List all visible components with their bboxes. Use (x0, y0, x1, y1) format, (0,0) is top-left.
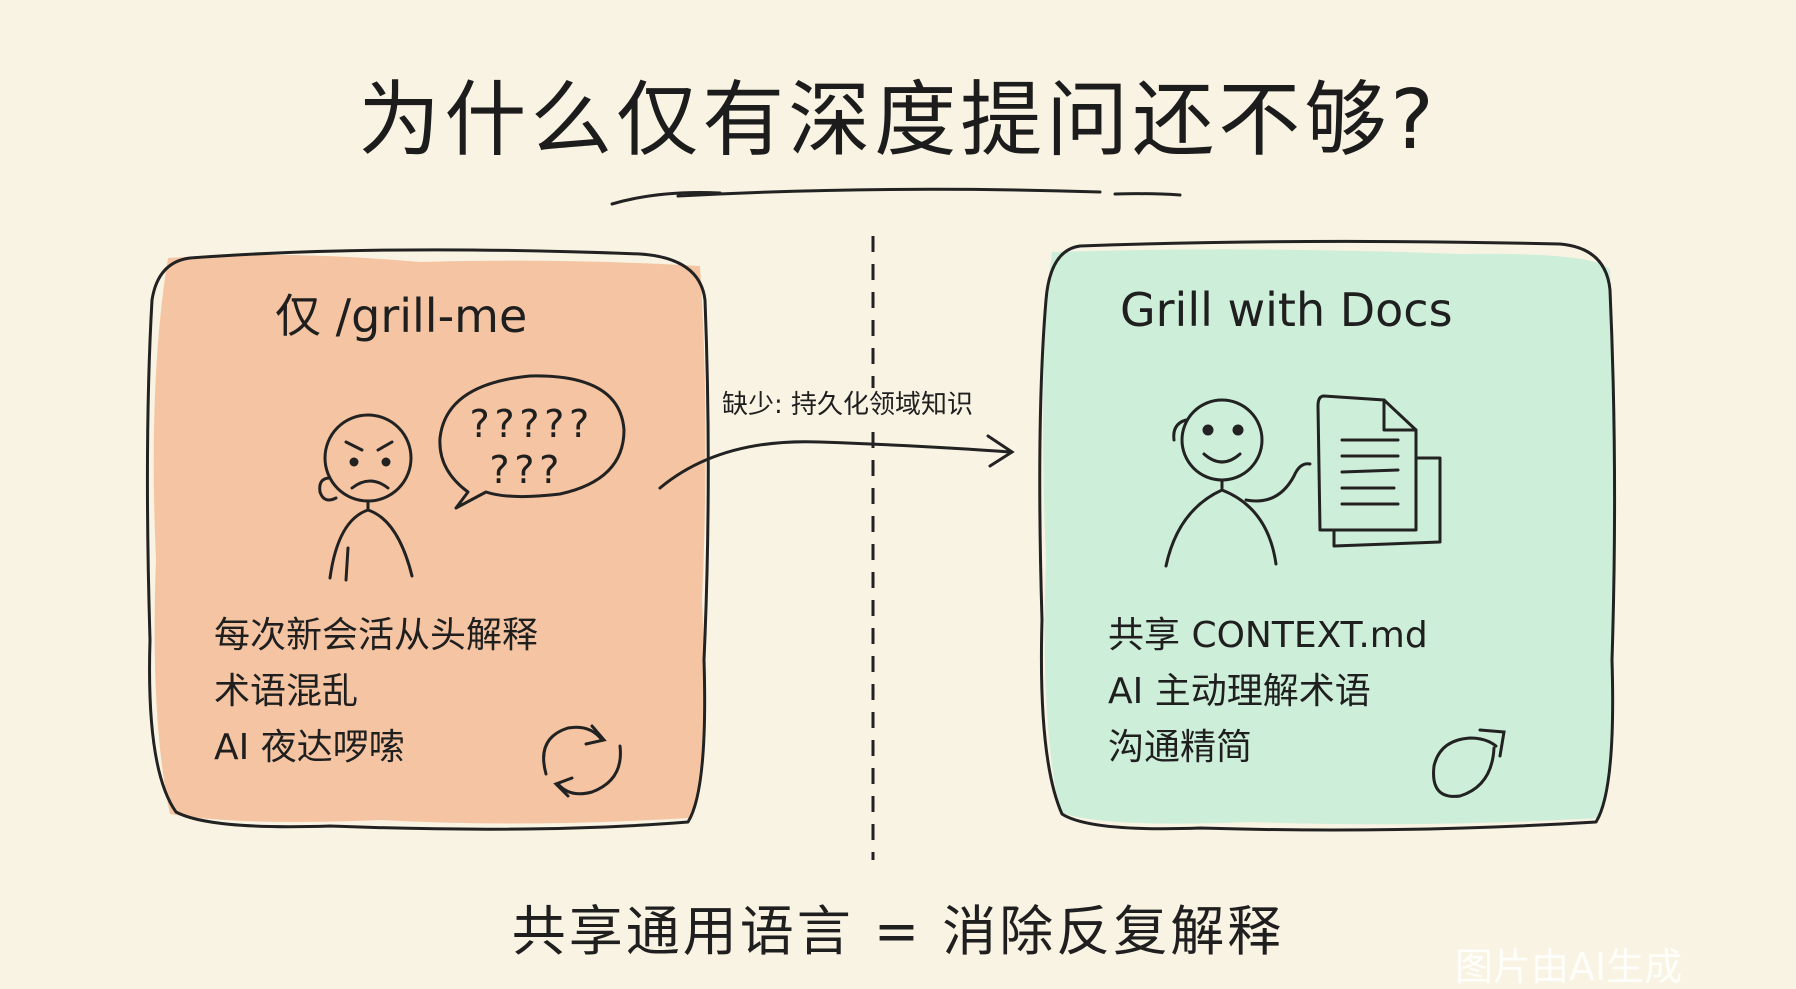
ai-generated-watermark: 图片由AI生成 (1455, 945, 1683, 989)
document-icon (1316, 394, 1442, 548)
refresh-arrow-icon (1432, 728, 1506, 798)
confused-face-icon (318, 413, 414, 582)
left-point-2: 术语混乱 (214, 671, 359, 712)
bubble-question-marks-1: ????? (467, 402, 593, 446)
cycle-arrows-icon (542, 724, 622, 798)
smiling-face-icon (1164, 398, 1312, 568)
arrow-icon (658, 434, 1015, 490)
page-title: 为什么仅有深度提问还不够? (358, 73, 1438, 168)
left-point-1: 每次新会活从头解释 (214, 615, 539, 656)
left-panel-title: 仅 /grill-me (275, 289, 528, 343)
right-panel (1038, 239, 1617, 832)
right-point-2: AI 主动理解术语 (1108, 671, 1371, 712)
bubble-question-marks-2: ??? (487, 448, 563, 492)
footer-conclusion: 共享通用语言 = 消除反复解释 (511, 900, 1285, 963)
title-underline (610, 187, 1182, 206)
left-panel (145, 248, 710, 831)
speech-bubble-icon (438, 374, 626, 510)
right-panel-title: Grill with Docs (1120, 283, 1453, 337)
right-point-3: 沟通精简 (1108, 727, 1253, 768)
right-point-1: 共享 CONTEXT.md (1108, 615, 1428, 656)
arrow-label: 缺少: 持久化领域知识 (718, 388, 978, 422)
left-point-3: AI 夜达啰嗦 (214, 727, 405, 768)
